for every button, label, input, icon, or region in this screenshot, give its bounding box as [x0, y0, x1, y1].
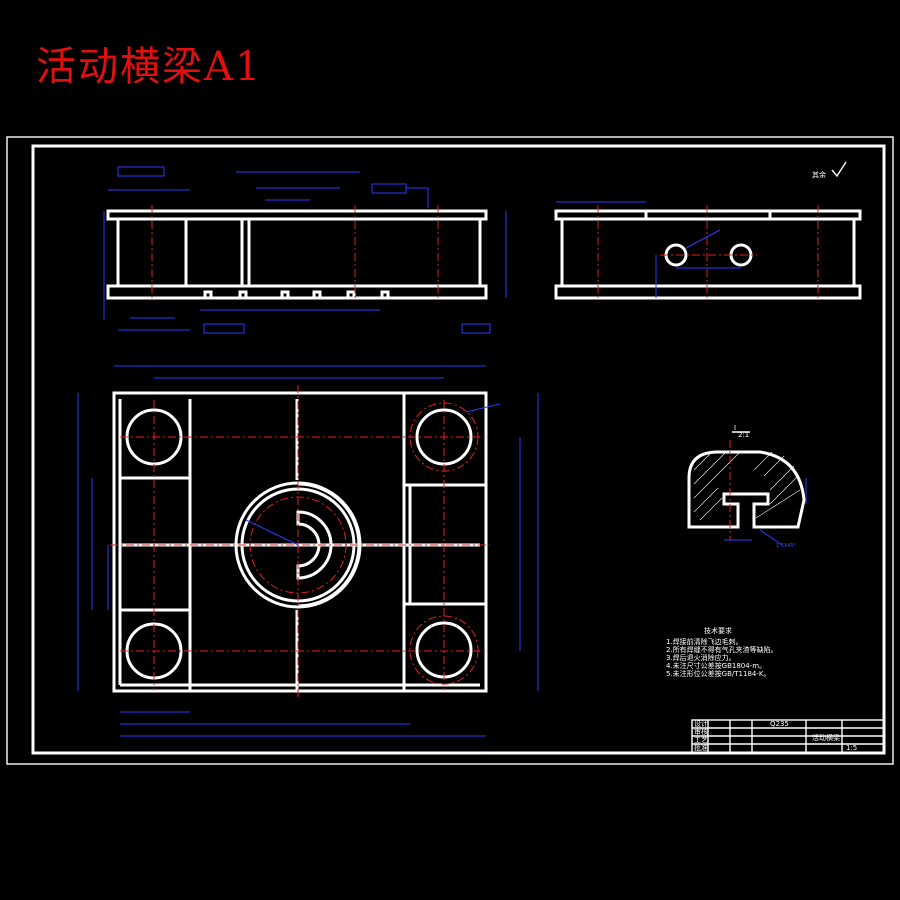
svg-text:2:1: 2:1	[738, 431, 749, 439]
svg-text:审核: 审核	[694, 727, 708, 736]
svg-text:3.焊后退火消除应力。: 3.焊后退火消除应力。	[666, 653, 736, 662]
outer-frame	[6, 136, 894, 765]
side-view	[554, 201, 862, 300]
technical-requirements: 技术要求 1.焊接前清除飞边毛刺。 2.所有焊缝不得有气孔夹渣等缺陷。 3.焊后…	[666, 626, 778, 678]
top-view	[77, 365, 539, 737]
svg-text:技术要求: 技术要求	[704, 626, 732, 635]
drawing-title: 活动横梁A1	[36, 44, 263, 90]
inner-frame	[31, 144, 886, 755]
svg-text:1.焊接前清除飞边毛刺。: 1.焊接前清除飞边毛刺。	[666, 637, 743, 646]
svg-text:工艺: 工艺	[694, 736, 708, 744]
front-view	[103, 166, 507, 334]
svg-text:批准: 批准	[694, 743, 708, 752]
title-block: 设计 审核 工艺 批准 活动横梁 1:5 Q235	[691, 719, 885, 754]
svg-text:1.5X45°: 1.5X45°	[776, 543, 797, 549]
svg-text:Q235: Q235	[770, 720, 789, 728]
svg-text:1:5: 1:5	[846, 744, 857, 752]
svg-text:设计: 设计	[694, 719, 708, 728]
svg-text:5.未注形位公差按GB/T1184-K。: 5.未注形位公差按GB/T1184-K。	[666, 669, 770, 678]
svg-text:I: I	[734, 424, 736, 432]
svg-text:活动横梁: 活动横梁	[812, 733, 840, 742]
svg-text:4.未注尺寸公差按GB1804-m。: 4.未注尺寸公差按GB1804-m。	[666, 661, 766, 670]
roughness-note: 其余	[812, 170, 826, 179]
roughness-symbol	[831, 161, 847, 178]
section-detail-i: I 2:1 1.5X45°	[687, 424, 807, 549]
svg-text:2.所有焊缝不得有气孔夹渣等缺陷。: 2.所有焊缝不得有气孔夹渣等缺陷。	[666, 645, 778, 654]
